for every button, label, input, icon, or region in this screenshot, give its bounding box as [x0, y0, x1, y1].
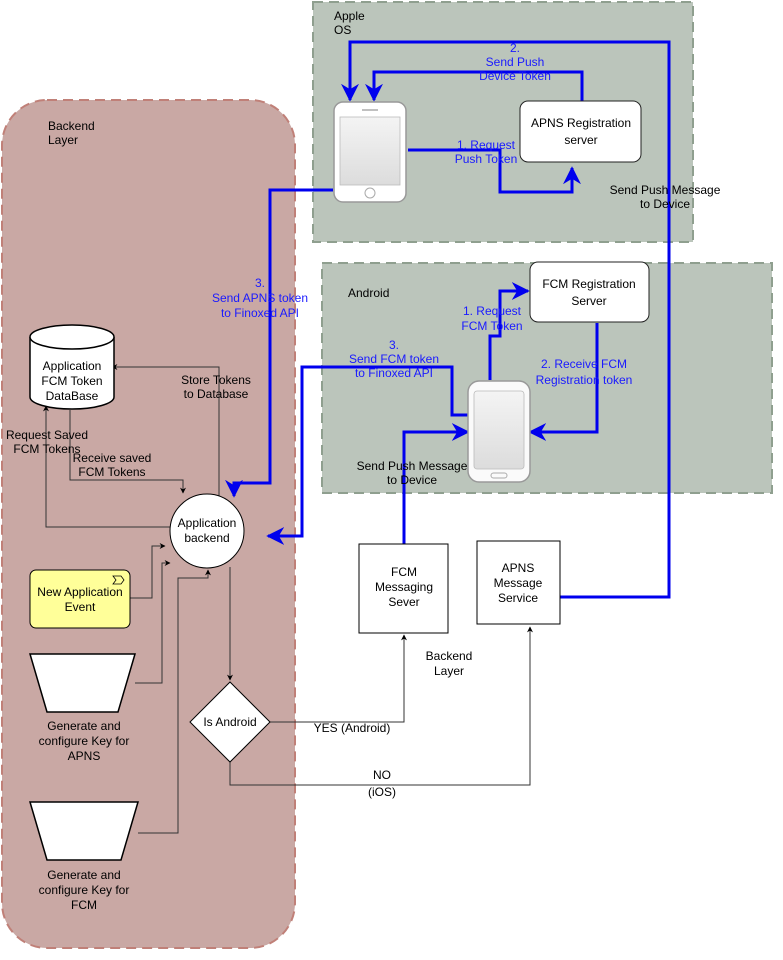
edge-yes-android — [270, 634, 407, 723]
edge-key-apns — [135, 560, 171, 684]
apns-message-service — [476, 540, 561, 625]
edge-send-push-message-ios — [341, 40, 671, 599]
android-title: Android — [348, 286, 389, 300]
edge-request-fcm-token — [488, 282, 530, 380]
application-backend — [169, 493, 245, 569]
edge-no-ios — [229, 626, 533, 786]
android-phone-icon — [467, 380, 531, 483]
edge-send-apns-token — [225, 188, 333, 498]
key-fcm-shape — [28, 801, 140, 861]
is-android-decision — [189, 681, 271, 763]
edge-receive-fcm-token — [528, 323, 599, 441]
event-icon — [112, 575, 125, 585]
edge-send-push-device-token — [365, 70, 584, 102]
edge-store-tokens — [111, 364, 220, 505]
android-region — [321, 262, 773, 494]
label-yes-android: YES (Android) — [314, 721, 391, 735]
edge-request-saved — [43, 405, 180, 528]
edge-key-fcm — [138, 569, 211, 834]
edge-request-push-token — [408, 148, 581, 194]
edge-send-fcm-token — [266, 365, 468, 545]
fcm-messaging-server — [358, 543, 449, 634]
iphone-icon — [333, 101, 407, 203]
database-icon — [29, 324, 115, 410]
fcm-registration-server — [529, 261, 650, 323]
apns-registration-server — [519, 100, 642, 163]
key-apns-shape — [28, 653, 137, 713]
svg-text:Is Android: Is Android — [203, 715, 256, 729]
edge-receive-saved — [69, 410, 186, 494]
edge-send-push-message-android — [402, 423, 470, 545]
new-application-event — [29, 569, 131, 629]
label-no-ios: NO(iOS) — [368, 768, 396, 799]
edge-new-event — [130, 543, 166, 599]
